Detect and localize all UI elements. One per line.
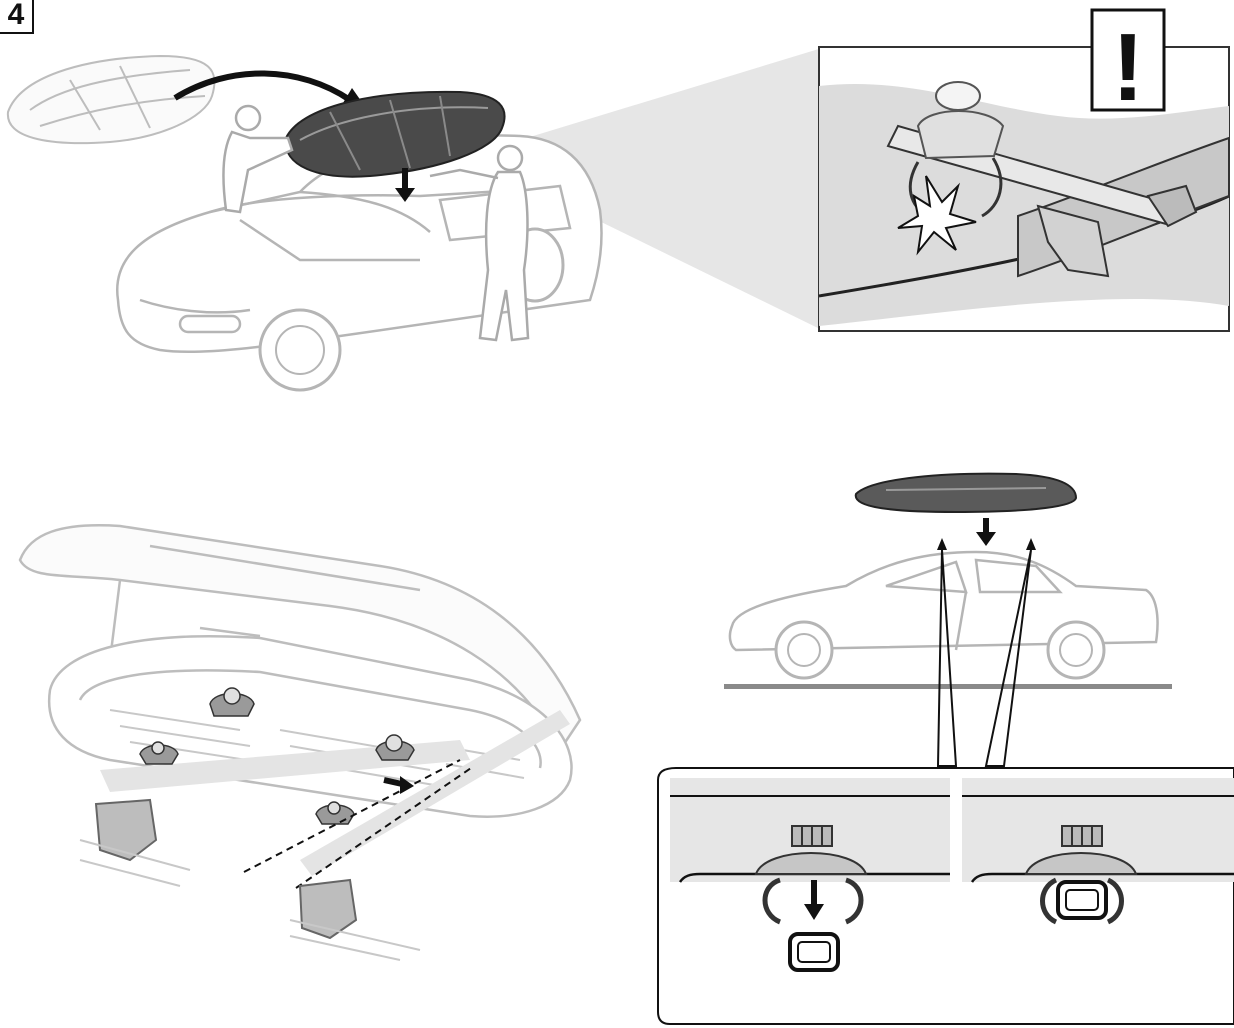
rear-wheel [1046,620,1106,680]
step-number-badge: 4 [0,0,34,34]
mount-marker [937,538,947,550]
detail-beam [520,48,822,330]
front-wheel [258,308,342,392]
open-roof-box-illustration [18,524,582,961]
detail-frame [657,767,1234,1025]
clamp-detail-inset [818,46,1230,332]
roof-box-side [854,472,1078,514]
person-right [429,144,530,342]
right-arrow-icon [383,777,403,787]
roof-box-ghost [6,54,216,145]
side-car [728,550,1159,652]
step-number: 4 [7,0,25,31]
clamp-closed [1024,825,1138,925]
box-clamps [139,687,415,825]
alignment-line [243,759,461,873]
front-wheel [774,620,834,680]
roof-box [284,90,506,178]
impact-star-icon [897,175,977,256]
clamp-open [754,825,868,925]
warning-exclamation-icon: ! [1112,14,1144,121]
bar-foot [1036,204,1110,278]
clamp-knob [935,81,981,111]
ground-line [724,684,1172,689]
warning-box: ! [1090,8,1166,121]
car-loading-illustration [6,48,822,392]
bar-feet [94,798,358,940]
side-view-illustration [657,472,1234,1025]
curved-arrow-icon [173,70,352,103]
mount-marker [1026,538,1036,550]
person-left [222,104,294,214]
